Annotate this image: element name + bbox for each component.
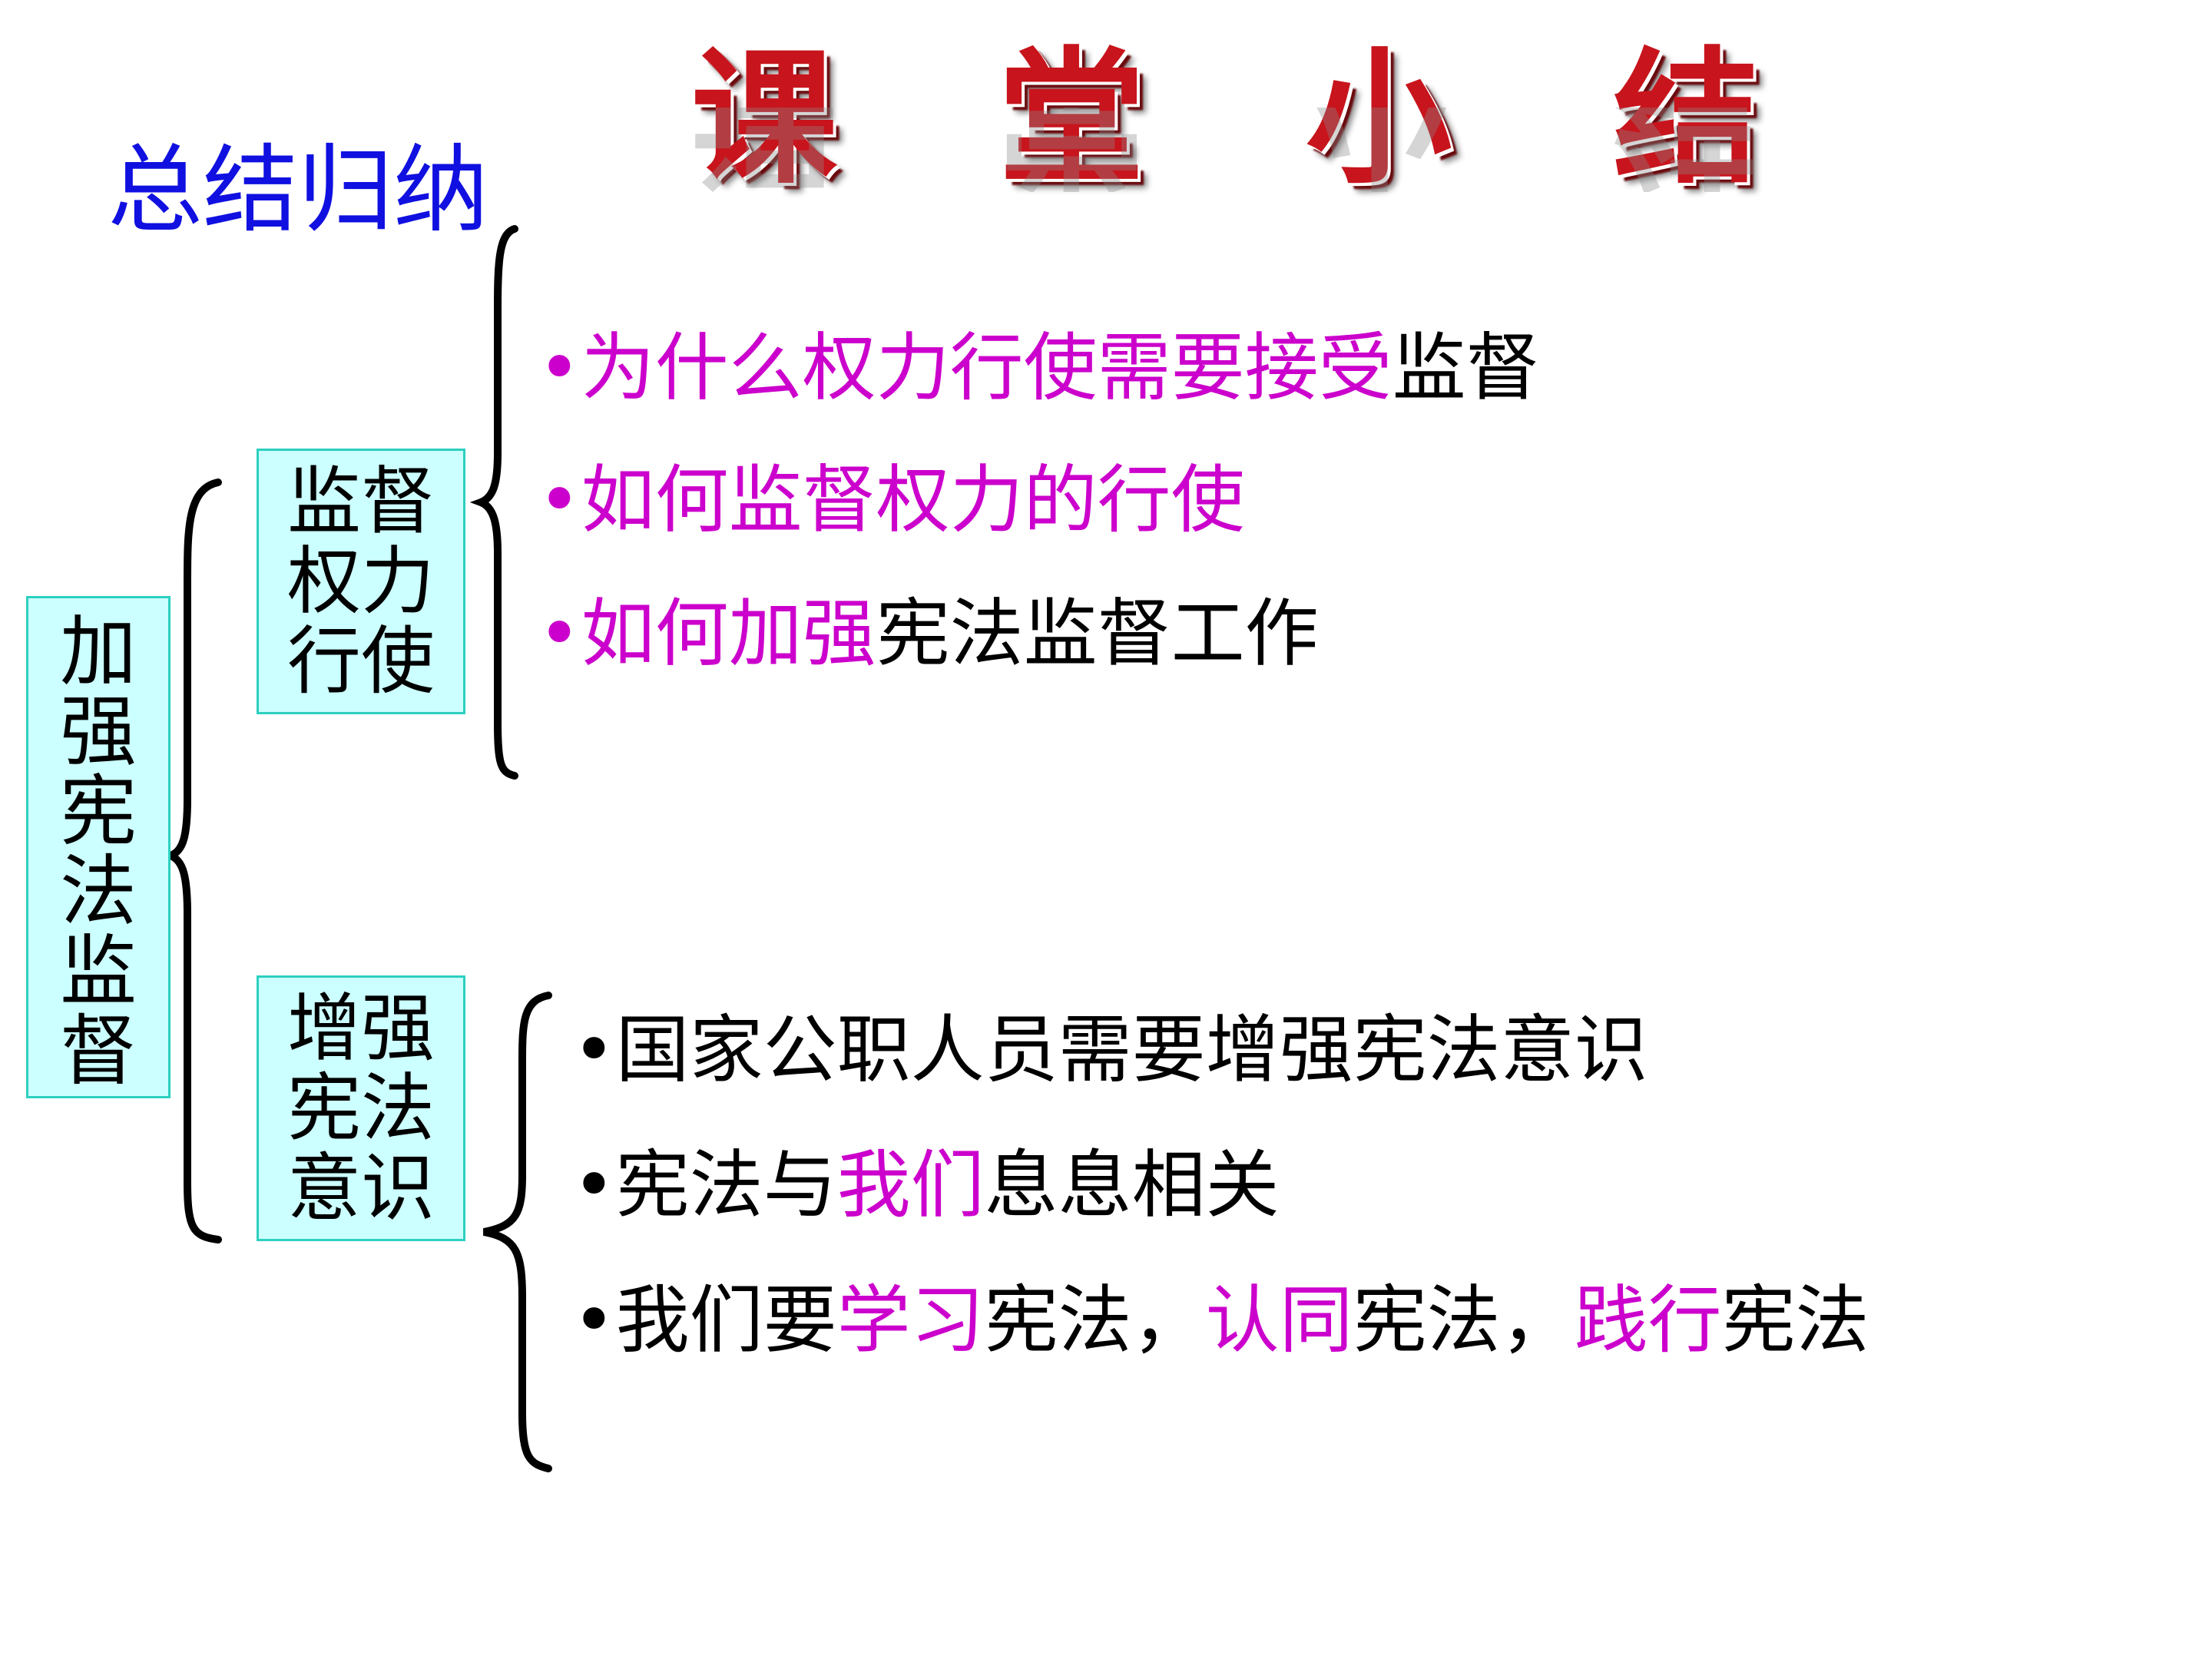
bullet-dot: • [538, 591, 581, 677]
slide-title: 课 堂 小 结 课 堂 小 结 [691, 46, 1814, 246]
item-text-highlight: 我们 [836, 1142, 985, 1228]
bullet-item: •为什么权力行使需要接受监督 [538, 326, 1540, 410]
bullet-dot: • [572, 1007, 616, 1093]
branch-line: 宪法 [287, 1065, 435, 1151]
item-text: 监督 [1392, 325, 1540, 411]
bullet-dot: • [538, 457, 581, 543]
branch-line: 权力 [287, 538, 435, 624]
root-char: 宪 [60, 767, 137, 856]
branch-box-supervise-power: 监督 权力 行使 [257, 449, 465, 714]
root-char: 加 [60, 607, 137, 697]
item-text-highlight: 如何监督权力的行使 [581, 457, 1245, 543]
bullet-dot: • [572, 1277, 616, 1363]
branch-line: 行使 [287, 618, 435, 704]
root-brace [159, 478, 222, 1243]
item-text: 宪法监督工作 [876, 591, 1319, 677]
item-text-highlight: 践行 [1574, 1277, 1722, 1363]
upper-brace [469, 225, 518, 780]
item-text: 宪法 [1721, 1277, 1869, 1363]
root-node-box: 加 强 宪 法 监 督 [26, 596, 171, 1098]
root-char: 督 [60, 1006, 137, 1096]
bullet-item: •如何加强宪法监督工作 [538, 591, 1319, 676]
root-char: 强 [60, 687, 137, 777]
item-text: 宪法与 [615, 1142, 837, 1228]
item-text: 我们要 [615, 1277, 837, 1363]
item-text-highlight: 如何加强 [581, 591, 876, 677]
bullet-item: •如何监督权力的行使 [538, 458, 1245, 542]
item-text: 宪法， [1353, 1277, 1575, 1363]
branch-box-constitution-awareness: 增强 宪法 意识 [257, 975, 465, 1241]
bullet-dot: • [538, 325, 581, 411]
branch-line: 监督 [287, 459, 435, 545]
root-char: 监 [60, 926, 137, 1016]
bullet-item: •我们要学习宪法，认同宪法，践行宪法 [572, 1278, 1869, 1363]
item-text-highlight: 学习 [836, 1277, 985, 1363]
item-text: 宪法， [984, 1277, 1206, 1363]
branch-line: 增强 [287, 985, 435, 1071]
bullet-item: •国家公职人员需要增强宪法意识 [572, 1008, 1648, 1092]
title-text: 课 堂 小 结 [691, 34, 1815, 204]
bullet-dot: • [572, 1142, 616, 1228]
item-text-highlight: 为什么权力行使需要接受 [581, 325, 1392, 411]
item-text-highlight: 认同 [1205, 1277, 1353, 1363]
root-char: 法 [60, 846, 137, 936]
item-text: 息息相关 [984, 1142, 1280, 1228]
lower-brace [483, 992, 552, 1472]
item-text: 国家公职人员需要增强宪法意识 [615, 1007, 1648, 1093]
bullet-item: •宪法与我们息息相关 [572, 1143, 1280, 1227]
summary-label: 总结归纳 [108, 135, 489, 246]
branch-line: 意识 [287, 1145, 435, 1231]
